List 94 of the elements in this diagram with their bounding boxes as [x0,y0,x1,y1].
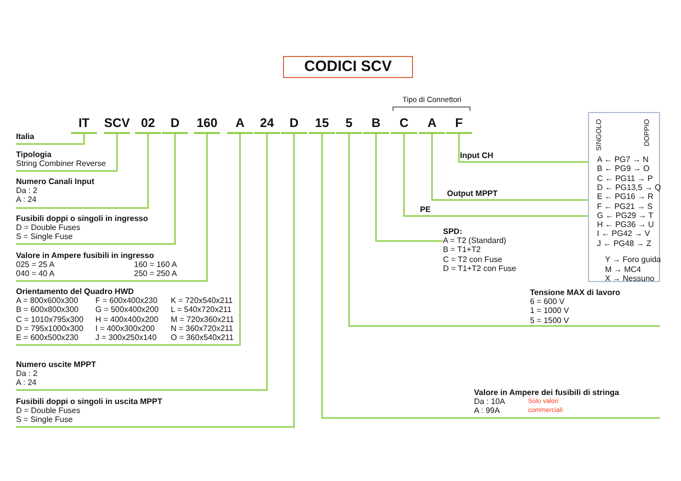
connector-code: H ← PG36 → U [597,220,654,230]
code-segment: F [446,115,472,134]
connector-code: A ← PG7 → N [597,155,649,164]
option-text: 025 = 25 A [16,260,56,270]
connector-line [16,134,208,282]
option-text: N = 360x720x211 [170,324,234,334]
connector-line [16,134,241,346]
connector-code: X → Nessuno [605,274,654,283]
code-segment: IT [71,115,97,134]
option-text: J = 300x250x140 [95,333,158,342]
code-segment: 5 [336,115,362,134]
code-segment: B [363,115,389,134]
option-text: G = 500x400x200 [95,305,160,315]
option-text: F = 600x400x230 [95,296,158,306]
option-text: 040 = 40 A [16,269,56,279]
option-text: L = 540x720x211 [170,305,232,315]
code-segment: 02 [135,115,161,134]
code-segment: C [391,115,417,134]
connector-code: G ← PG29 → T [597,210,654,220]
edge-label: Output MPPT [447,189,498,198]
connector-line [16,134,118,172]
connector-code: I ← PG42 → V [597,229,650,238]
option-text: C = 1010x795x300 [16,314,84,324]
connector-line [348,134,660,327]
option-text: D = 795x1000x300 [16,324,84,334]
option-text: S = Single Fuse [16,415,74,425]
field-heading: Valore in Ampere dei fusibili di stringa [474,388,620,398]
option-text: 1 = 1000 V [530,306,570,316]
title-box: CODICI SCV [283,56,413,78]
field-heading: SPD: [443,227,464,236]
code-segment: 24 [254,115,280,134]
connector-code: C ← PG11 → P [597,174,653,183]
code-segment: A [227,115,253,134]
connector-line [431,134,588,201]
option-text: D = Double Fuses [16,406,82,416]
option-text: S = Single Fuse [16,232,74,242]
connector-code: E ← PG16 → R [597,192,654,202]
option-text: O = 360x540x211 [170,333,235,342]
connector-line [16,134,85,145]
option-text: A : 24 [16,378,38,388]
code-segment: 160 [194,115,220,134]
connector-line [16,134,295,428]
code-segment: D [162,115,188,134]
connector-code: F ← PG21 → S [597,202,653,210]
connector-line [321,134,660,419]
option-text: K = 720x540x211 [170,296,234,306]
option-text: B = T1+T2 [443,245,482,255]
code-segment: D [281,115,307,134]
connector-code: M → MC4 [605,264,641,274]
connector-line [16,134,176,245]
connector-line [16,134,149,209]
option-text: Da : 2 [16,186,38,196]
field-heading: Valore in Ampere fusibili in ingresso [16,251,155,260]
option-text: 160 = 160 A [134,260,178,270]
field-heading: Fusibili doppi o singoli in ingresso [16,214,149,224]
code-segment: SCV [104,115,130,134]
option-text: A : 99A [474,406,501,416]
option-text: H = 400x400x200 [95,314,160,324]
option-text: C = T2 con Fuse [443,254,504,264]
code-segment: 15 [309,115,335,134]
field-heading: Tensione MAX di lavoro [530,288,622,298]
option-text: I = 400x300x200 [95,324,156,334]
connector-line [403,134,588,217]
edge-label: Input CH [460,151,494,160]
code-segment: A [419,115,445,134]
connector-code: D ← PG13,5 → Q [597,182,662,192]
option-text: D = Double Fuses [16,223,82,232]
option-text: 6 = 600 V [530,297,566,306]
option-text: A = T2 (Standard) [443,236,508,246]
option-text: M = 720x360x211 [170,314,235,324]
connector-line [16,134,268,391]
option-text: B = 600x800x300 [16,305,80,315]
option-text: 250 = 250 A [134,269,178,279]
option-text: Da : 10A [474,397,506,406]
option-text: A : 24 [16,195,38,205]
connector-code: B ← PG9 → O [597,164,650,174]
option-text: 5 = 1500 V [530,316,570,325]
option-text: D = T1+T2 con Fuse [443,264,518,274]
field-heading: Fusibili doppi o singoli in uscita MPPT [16,397,164,406]
option-text: Da : 2 [16,369,38,378]
connector-table-panel [588,112,660,282]
connector-code: Y → Foro guida [605,255,661,264]
option-text: A = 800x600x300 [16,296,80,306]
field-heading: Numero Canali Input [16,177,96,186]
option-text: E = 600x500x230 [16,333,80,342]
connector-code: J ← PG48 → Z [597,238,652,248]
connector-line [375,134,443,242]
field-heading: Tipologia [16,150,52,160]
option-text: String Combiner Reverse [16,159,107,168]
field-heading: Orientamento del Quadro HWD [16,287,135,296]
connector-line [458,134,588,163]
field-heading: Italia [16,132,36,142]
edge-label: PE [420,205,431,214]
field-heading: Numero uscite MPPT [16,360,98,370]
